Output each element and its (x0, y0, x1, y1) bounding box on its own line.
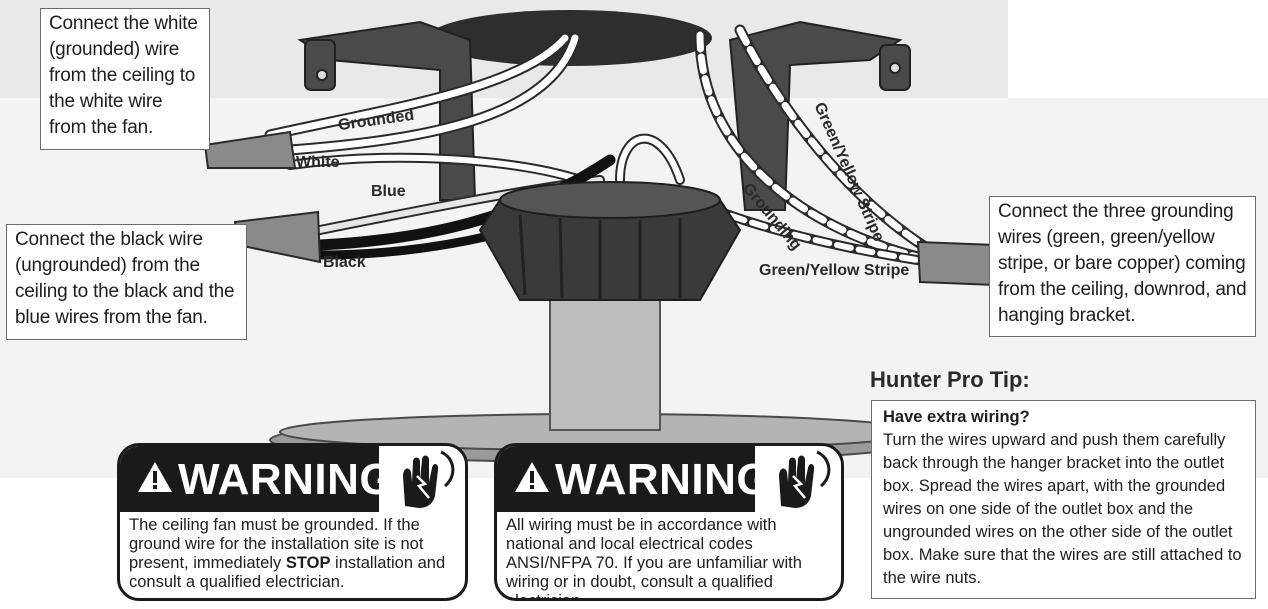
motor-housing (478, 181, 742, 301)
warning-box-codes: WARNING All wiring must be in accordance… (494, 443, 844, 601)
pro-tip-text: Turn the wires upward and push them care… (883, 431, 1242, 587)
pro-tip-heading: Have extra wiring? (883, 408, 1030, 426)
label-green-yellow-lower: Green/Yellow Stripe (759, 262, 910, 279)
callout-ground-wire: Connect the three grounding wires (green… (989, 196, 1256, 337)
callout-white-wire-text: Connect the white (grounded) wire from t… (49, 13, 198, 138)
label-white: White (296, 154, 340, 171)
warning-title: WARNING (555, 455, 772, 504)
wire-nut-black (233, 210, 322, 264)
pro-tip-title: Hunter Pro Tip: (870, 367, 1030, 392)
warning-text: The ceiling fan must be grounded. If the… (129, 516, 455, 592)
warning-box-grounding: WARNING The ceiling fan must be grounded… (117, 443, 468, 601)
warning-text-part1: The ceiling fan must be grounded. If the… (129, 516, 424, 572)
label-black: Black (323, 254, 366, 271)
wire-nut-ground (916, 240, 996, 287)
warning-text-part2: installation and consult a qualified ele… (129, 554, 446, 591)
warning-triangle-icon (515, 462, 549, 492)
wire-nut-white (203, 130, 297, 169)
callout-ground-wire-text: Connect the three grounding wires (green… (998, 201, 1247, 326)
wire-nuts (203, 130, 996, 287)
callout-black-wire-text: Connect the black wire (ungrounded) from… (15, 229, 235, 328)
warning-header: WARNING (497, 446, 841, 512)
hanger-bracket (297, 20, 911, 211)
electric-shock-icon (755, 446, 841, 512)
warning-text: All wiring must be in accordance with na… (506, 516, 802, 601)
warning-triangle-icon (138, 462, 172, 492)
fan-body (269, 289, 931, 463)
callout-black-wire: Connect the black wire (ungrounded) from… (6, 224, 247, 340)
pro-tip-box: Have extra wiring? Turn the wires upward… (871, 400, 1256, 599)
warning-header: WARNING (120, 446, 465, 512)
label-blue: Blue (371, 183, 406, 200)
warning-stop: STOP (285, 554, 331, 572)
callout-white-wire: Connect the white (grounded) wire from t… (40, 8, 210, 150)
warning-title: WARNING (178, 455, 395, 504)
electric-shock-icon (379, 446, 465, 512)
